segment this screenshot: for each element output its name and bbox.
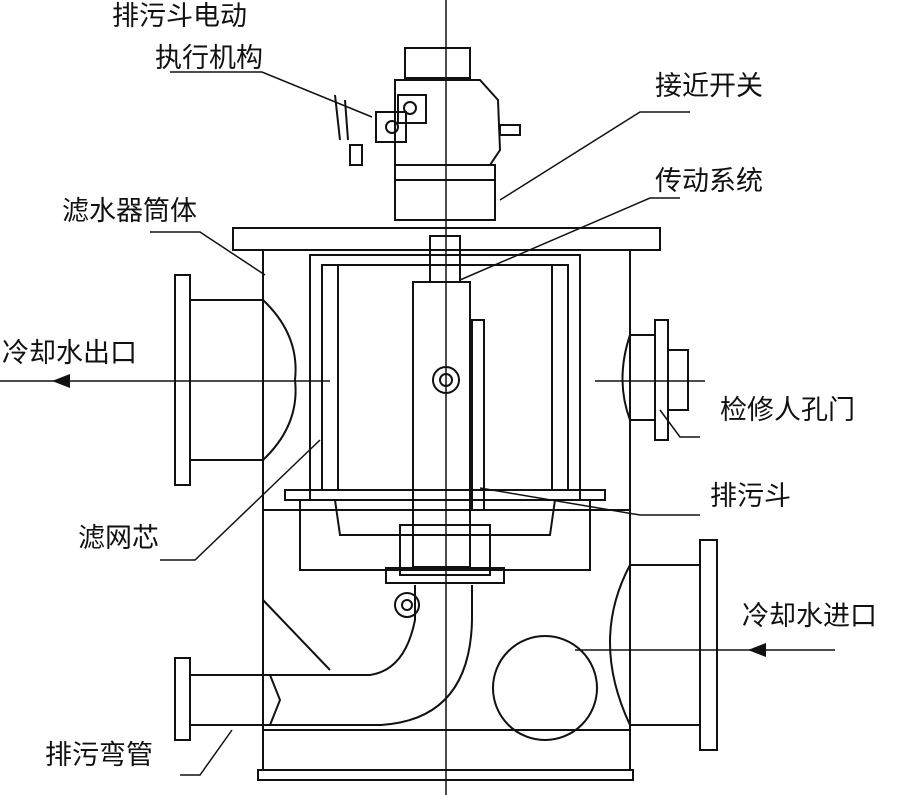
drain-elbow-label: 排污弯管 <box>45 740 153 771</box>
actuator <box>334 47 521 221</box>
inlet-arrow-icon <box>748 643 766 657</box>
manhole <box>621 319 689 441</box>
outlet-arrow-icon <box>52 374 70 388</box>
filter-body-label: 滤水器筒体 <box>62 196 197 227</box>
central-tube <box>385 235 505 584</box>
drain-hopper-label: 排污斗 <box>710 481 791 512</box>
actuator-label-2: 执行机构 <box>155 43 263 74</box>
inlet-nozzle <box>492 539 718 751</box>
manhole-door-label: 检修人孔门 <box>720 395 855 426</box>
outlet-nozzle <box>174 274 297 486</box>
cooling-inlet-label: 冷却水进口 <box>742 601 877 632</box>
transmission-label: 传动系统 <box>655 166 763 197</box>
cooling-outlet-label: 冷却水出口 <box>2 338 137 369</box>
filter-screen <box>284 254 606 571</box>
leader-lines <box>0 71 835 776</box>
top-flange-plate <box>232 227 661 251</box>
actuator-label-1: 排污斗电动 <box>112 1 247 32</box>
filter-core-label: 滤网芯 <box>78 523 159 554</box>
proximity-switch-label: 接近开关 <box>655 71 763 102</box>
drain-elbow <box>174 585 473 741</box>
